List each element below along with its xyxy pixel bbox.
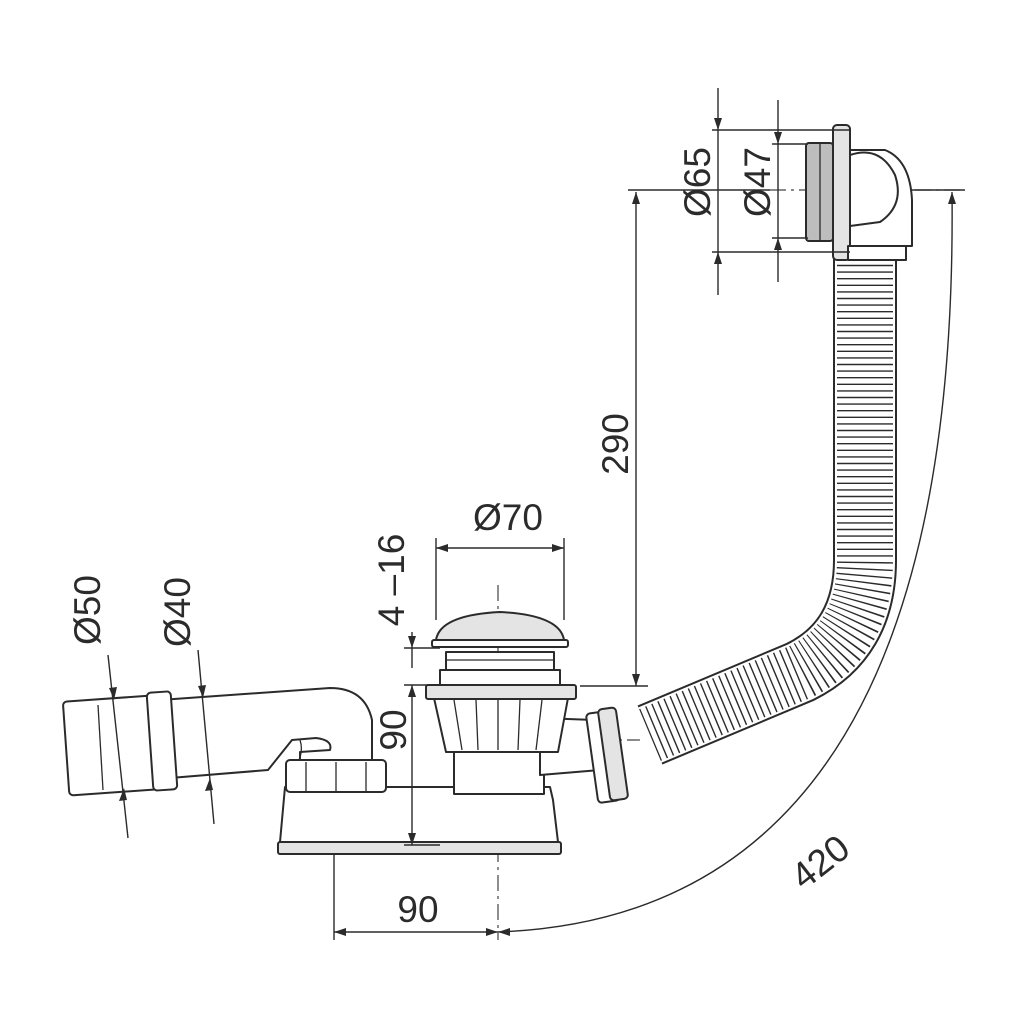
- waste-offset-label: 90: [397, 889, 438, 930]
- overflow-inner-diameter-label: Ø47: [737, 147, 778, 217]
- overflow-outer-diameter-label: Ø65: [677, 147, 718, 217]
- drain-body: [425, 651, 577, 753]
- outlet-outer-diameter-label: Ø50: [67, 575, 108, 645]
- outlet-inner-diameter-label: Ø40: [157, 577, 198, 647]
- plug-diameter-label: Ø70: [473, 497, 543, 538]
- overflow-height-label: 290: [595, 413, 636, 475]
- trap-height-label: 90: [373, 709, 414, 750]
- outlet-pipe: [62, 687, 373, 797]
- dimension-lines: [107, 88, 965, 940]
- hose-length-label: 420: [783, 827, 857, 897]
- side-connector: [539, 706, 629, 804]
- overflow-head: [805, 124, 913, 261]
- plug-lift-range-label: 4 –16: [371, 534, 412, 627]
- plug-cap: [431, 610, 569, 648]
- flexible-hose: [637, 245, 897, 765]
